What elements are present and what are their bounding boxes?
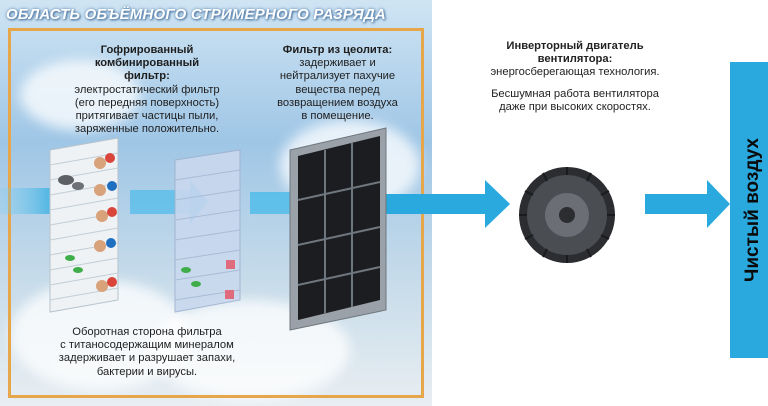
zeolite-filter-caption: Фильтр из цеолита: задерживает и нейтрал…: [270, 44, 405, 123]
pleated-filter-desc-2: (его передняя поверхность): [74, 96, 220, 109]
fan-motor-heading: Инверторный двигатель вентилятора:: [506, 40, 644, 66]
diagram-title: ОБЛАСТЬ ОБЪЁМНОГО СТРИМЕРНОГО РАЗРЯДА: [6, 6, 386, 23]
fan-motor-line-3: даже при высоких скоростях.: [499, 100, 651, 113]
zeolite-filter-heading: Фильтр из цеолита:: [282, 44, 393, 56]
pleated-filter-desc-4: заряженные положительно.: [74, 123, 220, 136]
pleated-filter-heading-1: Гофрированный: [100, 44, 194, 56]
back-side-desc-4: бактерии и вирусы.: [96, 365, 198, 378]
zeolite-filter-desc-5: в помещение.: [301, 110, 374, 123]
fan-motor-caption: Инверторный двигатель вентилятора: энерг…: [470, 40, 680, 114]
back-side-caption: Оборотная сторона фильтра с титаносодерж…: [52, 326, 242, 379]
pleated-filter-desc-1: электростатический фильтр: [74, 83, 220, 96]
pleated-filter-heading-2: комбинированный фильтр:: [94, 57, 200, 83]
pleated-filter-caption: Гофрированный комбинированный фильтр: эл…: [72, 44, 222, 136]
zeolite-filter-desc-4: возвращением воздуха: [277, 96, 398, 109]
fan-motor-line-2: Бесшумная работа вентилятора: [491, 87, 659, 100]
zeolite-filter-desc-1: задерживает и: [299, 57, 376, 70]
clean-air-label: Чистый воздух: [742, 138, 763, 282]
back-side-desc-1: Оборотная сторона фильтра: [72, 326, 222, 338]
zeolite-filter-graphic: [289, 127, 387, 331]
fan-graphic: [519, 167, 615, 263]
back-side-desc-2: с титаносодержащим минералом: [60, 339, 234, 352]
zeolite-filter-desc-3: вещества перед: [295, 83, 380, 96]
pleated-filter-graphic: [49, 137, 119, 313]
clean-air-panel: Чистый воздух: [730, 62, 768, 358]
zeolite-filter-desc-2: нейтрализует пахучие: [279, 70, 396, 83]
pleated-filter-desc-3: притягивает частицы пыли,: [75, 110, 219, 123]
back-side-desc-3: задерживает и разрушает запахи,: [58, 352, 236, 365]
fan-motor-line-1: энергосберегающая технология.: [490, 66, 660, 79]
titanium-filter-graphic: [174, 149, 241, 313]
